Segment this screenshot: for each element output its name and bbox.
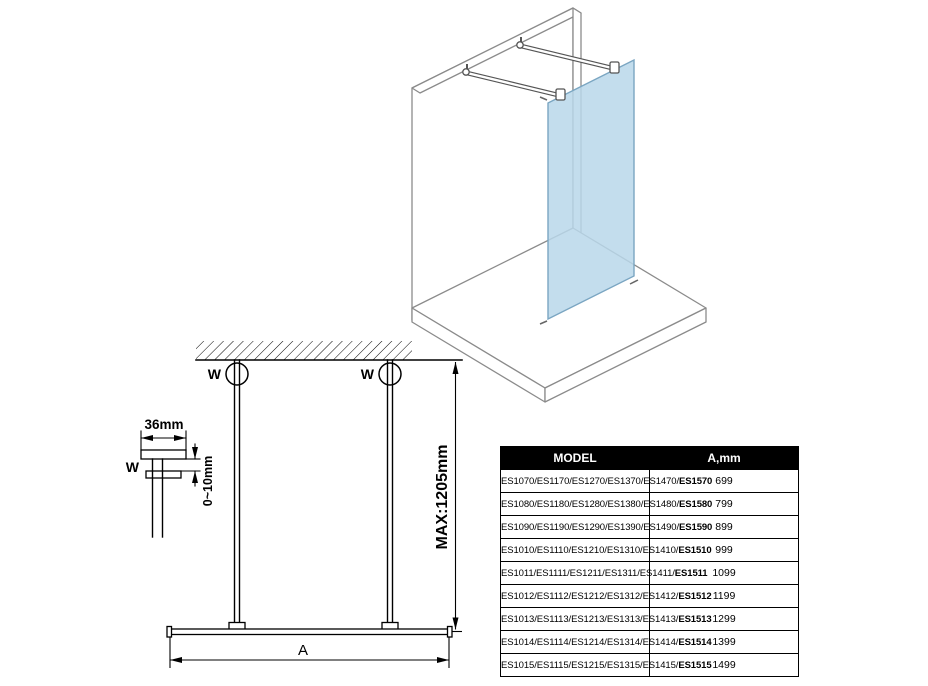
model-code-bold: ES1510 bbox=[678, 544, 712, 556]
support-bar-rear-highlight bbox=[520, 44, 617, 71]
bar-wall-mount-front bbox=[462, 68, 470, 76]
glass-top-rail bbox=[166, 621, 453, 638]
table-row: ES1090/ES1190/ES1290/ES1390/ES1490/ES159… bbox=[500, 515, 799, 539]
right-mount-label: W bbox=[361, 366, 375, 382]
header-model: MODEL bbox=[500, 446, 650, 470]
left-support-post bbox=[225, 359, 249, 630]
table-row: ES1014/ES1114/ES1214/ES1314/ES1414/ES151… bbox=[500, 630, 799, 654]
adjust-range-label: 0~10mm bbox=[201, 456, 215, 506]
model-codes: ES1012/ES1112/ES1212/ES1312/ES1412/ bbox=[501, 590, 679, 602]
dimensions bbox=[169, 362, 462, 668]
width-value: 799 bbox=[649, 492, 799, 516]
bar-glass-clamp-rear bbox=[609, 61, 620, 74]
model-code-bold: ES1570 bbox=[679, 475, 713, 487]
model-code-bold: ES1512 bbox=[678, 590, 712, 602]
model-codes: ES1014/ES1114/ES1214/ES1314/ES1414/ bbox=[501, 636, 679, 648]
table-row: ES1070/ES1170/ES1270/ES1370/ES1470/ES157… bbox=[500, 469, 799, 493]
glass-corner-mark-bottom-right bbox=[629, 279, 639, 285]
adjust-cover-section bbox=[145, 470, 182, 479]
detail-width-label: 36mm bbox=[144, 417, 183, 432]
table-header: MODEL A,mm bbox=[500, 446, 799, 470]
table-row: ES1080/ES1180/ES1280/ES1380/ES1480/ES158… bbox=[500, 492, 799, 516]
model-spec-table: MODEL A,mm ES1070/ES1170/ES1270/ES1370/E… bbox=[500, 446, 799, 677]
bar-glass-clamp-front bbox=[555, 88, 566, 101]
model-cell: ES1090/ES1190/ES1290/ES1390/ES1490/ES159… bbox=[500, 515, 712, 539]
width-value: 1499 bbox=[649, 653, 799, 677]
max-height-label: MAX:1205mm bbox=[434, 445, 451, 550]
model-code-bold: ES1513 bbox=[678, 613, 712, 625]
model-code-bold: ES1515 bbox=[678, 659, 712, 671]
model-cell: ES1014/ES1114/ES1214/ES1314/ES1414/ES151… bbox=[500, 630, 712, 654]
width-value: 1099 bbox=[649, 561, 799, 585]
model-cell: ES1011/ES1111/ES1211/ES1311/ES1411/ES151… bbox=[500, 561, 708, 585]
left-ceiling-mount bbox=[225, 362, 249, 386]
model-codes: ES1013/ES1113/ES1213/ES1313/ES1413/ bbox=[501, 613, 679, 625]
model-code-bold: ES1590 bbox=[679, 521, 713, 533]
table-row: ES1012/ES1112/ES1212/ES1312/ES1412/ES151… bbox=[500, 584, 799, 608]
bar-wall-mount-rear bbox=[516, 41, 524, 49]
model-codes: ES1015/ES1115/ES1215/ES1315/ES1415/ bbox=[501, 659, 679, 671]
table-row: ES1010/ES1110/ES1210/ES1310/ES1410/ES151… bbox=[500, 538, 799, 562]
rail-profile bbox=[169, 628, 450, 636]
support-bars bbox=[462, 37, 620, 101]
width-value: 1399 bbox=[649, 630, 799, 654]
model-code-bold: ES1580 bbox=[679, 498, 713, 510]
glass-corner-mark-bottom-left bbox=[539, 320, 548, 325]
width-value: 999 bbox=[649, 538, 799, 562]
model-cell: ES1012/ES1112/ES1212/ES1312/ES1412/ES151… bbox=[500, 584, 712, 608]
front-view bbox=[166, 341, 463, 638]
model-cell: ES1010/ES1110/ES1210/ES1310/ES1410/ES151… bbox=[500, 538, 712, 562]
detail-bracket-label: W bbox=[126, 459, 140, 475]
model-cell: ES1013/ES1113/ES1213/ES1313/ES1413/ES151… bbox=[500, 607, 712, 631]
model-code-bold: ES1514 bbox=[678, 636, 712, 648]
glass-assembly bbox=[539, 58, 639, 325]
model-cell: ES1015/ES1115/ES1215/ES1315/ES1415/ES151… bbox=[500, 653, 712, 677]
width-value: 899 bbox=[649, 515, 799, 539]
model-codes: ES1070/ES1170/ES1270/ES1370/ES1470/ bbox=[501, 475, 680, 487]
ceiling-hatch bbox=[196, 341, 412, 360]
left-mount-label: W bbox=[208, 366, 222, 382]
model-codes: ES1090/ES1190/ES1290/ES1390/ES1490/ bbox=[501, 521, 680, 533]
glass-panel bbox=[547, 58, 635, 321]
model-codes: ES1080/ES1180/ES1280/ES1380/ES1480/ bbox=[501, 498, 680, 510]
model-code-bold: ES1511 bbox=[674, 567, 708, 579]
support-bar-front-highlight bbox=[466, 71, 563, 98]
table-row: ES1013/ES1113/ES1213/ES1313/ES1413/ES151… bbox=[500, 607, 799, 631]
table-row: ES1011/ES1111/ES1211/ES1311/ES1411/ES151… bbox=[500, 561, 799, 585]
floor-front-right-edge bbox=[544, 307, 707, 403]
table-row: ES1015/ES1115/ES1215/ES1315/ES1415/ES151… bbox=[500, 653, 799, 677]
right-ceiling-mount bbox=[378, 362, 402, 386]
right-support-post bbox=[378, 359, 402, 630]
model-codes: ES1011/ES1111/ES1211/ES1311/ES1411/ bbox=[501, 567, 675, 579]
model-cell: ES1080/ES1180/ES1280/ES1380/ES1480/ES158… bbox=[500, 492, 712, 516]
model-cell: ES1070/ES1170/ES1270/ES1370/ES1470/ES157… bbox=[500, 469, 712, 493]
model-codes: ES1010/ES1110/ES1210/ES1310/ES1410/ bbox=[501, 544, 679, 556]
width-dimension-label: A bbox=[298, 642, 308, 659]
glass-corner-mark-top-left bbox=[539, 96, 548, 101]
detail-view bbox=[140, 430, 201, 538]
header-a-mm: A,mm bbox=[649, 446, 799, 470]
rail-end-cap-right bbox=[446, 625, 453, 638]
rail-end-cap-left bbox=[166, 625, 173, 638]
wall-plate-section bbox=[140, 449, 187, 460]
